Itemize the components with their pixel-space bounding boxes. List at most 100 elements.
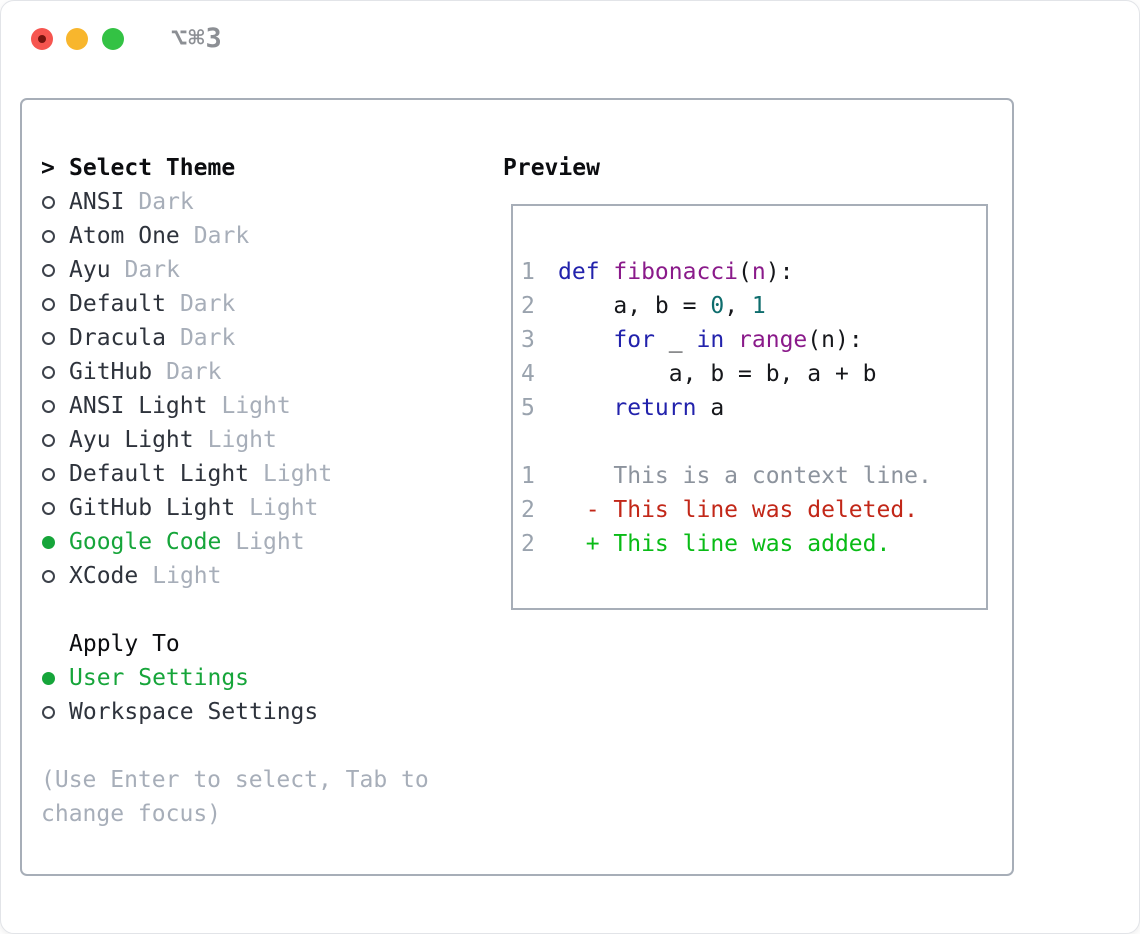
radio-icon [41,365,69,379]
option-tag: Light [249,495,319,521]
code-token: in [696,327,725,353]
option-label: Ayu [69,257,111,283]
option-label: User Settings [69,665,250,691]
option-label: Atom One [69,223,180,249]
code-line: 2 a, b = 0, 1 [521,289,932,323]
apply-to-header: Apply To [69,631,180,657]
option-tag: Light [152,563,222,589]
apply-to-option[interactable]: Workspace Settings [41,695,481,729]
radio-icon [41,195,69,209]
code-line: 1 This is a context line. [521,459,932,493]
option-label: Default Light [69,461,250,487]
option-tag: Dark [138,189,194,215]
code-token: a [696,395,725,421]
option-tag: Dark [124,257,180,283]
code-token: return [613,395,697,421]
code-line: 2 - This line was deleted. [521,493,932,527]
selected-radio-icon [41,535,69,549]
option-tag: Light [221,393,291,419]
focus-caret-icon: > [41,155,55,181]
code-token: _ [654,327,697,353]
selected-radio-icon [41,671,69,685]
radio-icon [41,297,69,311]
theme-item[interactable]: Default Light Light [41,457,481,491]
line-number: 2 [521,531,535,557]
theme-item[interactable]: Dracula Dark [41,321,481,355]
spacer [41,729,481,763]
theme-item[interactable]: Atom One Dark [41,219,481,253]
theme-item[interactable]: Ayu Light Light [41,423,481,457]
radio-icon [41,331,69,345]
option-tag: Dark [179,291,236,317]
code-token: n [751,259,766,285]
option-label: ANSI Light [69,393,208,419]
option-label: Workspace Settings [69,699,319,725]
code-token: a, b = [558,293,711,319]
code-line: 2 + This line was added. [521,527,932,561]
code-token: ( [738,259,752,285]
code-token: def [558,259,614,285]
code-token: range [738,327,808,353]
code-token: ): [765,259,794,285]
option-label: Ayu Light [69,427,194,453]
theme-item[interactable]: Ayu Dark [41,253,481,287]
code-token [724,327,738,353]
line-number: 2 [521,497,535,523]
theme-item[interactable]: Default Dark [41,287,481,321]
option-tag: Light [207,427,277,453]
code-token: 1 [751,293,766,319]
code-line [521,425,932,459]
option-label: Default [69,291,166,317]
code-token: 0 [710,293,725,319]
option-label: Dracula [69,325,166,351]
theme-item[interactable]: ANSI Light Light [41,389,481,423]
radio-icon [41,229,69,243]
apply-to-header-row: Apply To [41,627,481,661]
zoom-button[interactable] [102,28,124,50]
code-line: 4 a, b = b, a + b [521,357,932,391]
title-bar: ⌥⌘3 [1,1,1139,77]
code-token: This is a context line. [558,463,932,489]
option-tag: Dark [193,223,250,249]
option-label: GitHub [69,359,153,385]
option-label: ANSI [69,189,125,215]
code-token [558,327,613,353]
spacer [41,593,481,627]
line-number: 1 [521,463,535,489]
line-number: 5 [521,395,535,421]
option-tag: Dark [179,325,236,351]
select-theme-header-row: >Select Theme [41,151,481,185]
help-text: (Use Enter to select, Tab to change focu… [41,767,429,827]
radio-icon [41,263,69,277]
line-number: 2 [521,293,535,319]
radio-icon [41,467,69,481]
option-tag: Light [235,529,305,555]
radio-icon [41,399,69,413]
apply-to-option[interactable]: User Settings [41,661,481,695]
line-number: 3 [521,327,535,353]
close-button[interactable] [31,28,53,50]
theme-item[interactable]: ANSI Dark [41,185,481,219]
window-title: ⌥⌘3 [171,23,223,54]
radio-icon [41,705,69,719]
option-label: XCode [69,563,139,589]
code-token: , [724,293,752,319]
code-token: a, b = b, a + b [558,361,877,387]
code-token: fibonacci [613,259,739,285]
code-token: + This line was added. [558,531,891,557]
minimize-button[interactable] [66,28,88,50]
theme-item[interactable]: XCode Light [41,559,481,593]
option-tag: Light [263,461,333,487]
radio-icon [41,569,69,583]
